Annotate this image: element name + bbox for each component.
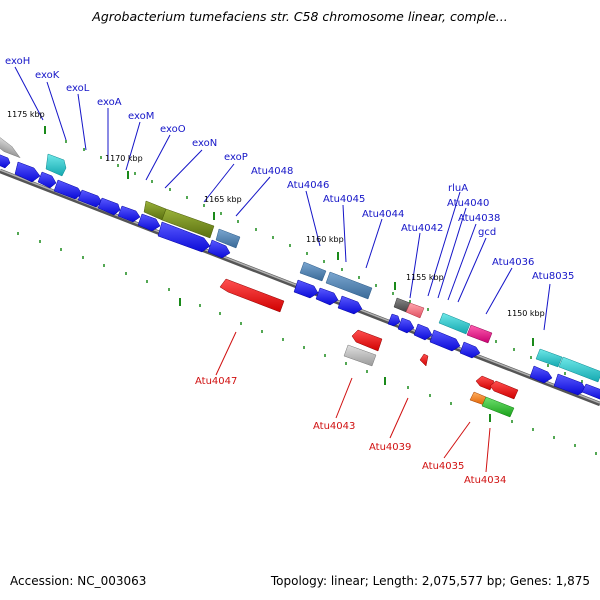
forward-label-leaders xyxy=(14,66,551,331)
gene-feature xyxy=(293,279,319,299)
gene-feature xyxy=(459,341,481,359)
gene-feature xyxy=(77,189,103,208)
gene-label: exoN xyxy=(192,138,217,149)
gene-feature xyxy=(219,278,285,313)
gene-feature xyxy=(0,134,21,159)
gene-label: Atu4042 xyxy=(401,223,443,234)
scale-label: 1150 kbp xyxy=(507,309,545,318)
gene-feature xyxy=(397,317,415,334)
forward-genes-outer xyxy=(0,134,600,383)
gene-feature xyxy=(419,353,429,367)
gene-feature xyxy=(337,295,363,315)
gene-feature xyxy=(215,228,241,249)
gene-feature xyxy=(325,271,373,300)
gene-label: exoH xyxy=(5,56,30,67)
gene-feature xyxy=(161,208,215,239)
gene-feature xyxy=(529,365,553,384)
gene-feature xyxy=(489,380,519,400)
gene-feature xyxy=(0,154,11,169)
gene-feature xyxy=(97,197,121,216)
gene-feature xyxy=(157,221,211,253)
gene-feature xyxy=(37,171,57,189)
gene-feature xyxy=(481,396,515,418)
scale-label: 1165 kbp xyxy=(204,195,242,204)
scale-label: 1175 kbp xyxy=(7,110,45,119)
gene-feature xyxy=(117,205,141,223)
lower-tick-track xyxy=(17,232,597,455)
gene-feature xyxy=(475,375,495,391)
gene-label: Atu4040 xyxy=(447,198,489,209)
reverse-label-leaders xyxy=(215,331,491,473)
gene-feature xyxy=(343,344,377,367)
gene-feature xyxy=(207,239,231,259)
forward-genes-inner xyxy=(0,154,600,400)
gene-label: Atu4035 xyxy=(422,461,464,472)
gene-feature xyxy=(53,179,83,200)
gene-label: rluA xyxy=(448,183,468,194)
gene-label: exoL xyxy=(66,83,90,94)
gene-label: exoO xyxy=(160,124,186,135)
gene-feature xyxy=(553,373,587,396)
map-title: Agrobacterium tumefaciens str. C58 chrom… xyxy=(92,9,508,24)
gene-label: Atu4036 xyxy=(492,257,534,268)
scale-label: 1170 kbp xyxy=(105,154,143,163)
gene-feature xyxy=(14,161,41,183)
gene-feature xyxy=(299,261,327,282)
gene-label: Atu8035 xyxy=(532,271,574,282)
gene-label: exoA xyxy=(97,97,122,108)
gene-label: Atu4044 xyxy=(362,209,404,220)
gene-feature xyxy=(581,383,600,400)
forward-gene-labels: exoH exoK exoL exoA exoM exoO exoN exoP … xyxy=(5,56,574,282)
reverse-gene-labels: Atu4047 Atu4043 Atu4039 Atu4035 Atu4034 xyxy=(195,376,506,486)
gene-feature xyxy=(45,153,67,177)
gene-label: gcd xyxy=(478,227,496,238)
gene-feature xyxy=(413,323,433,341)
upper-tick-track xyxy=(44,126,583,383)
scale-labels: 1175 kbp 1170 kbp 1165 kbp 1160 kbp 1155… xyxy=(7,110,545,318)
accession-label: Accession: NC_003063 xyxy=(10,574,147,588)
gene-feature xyxy=(387,313,401,327)
gene-feature xyxy=(429,329,461,352)
gene-label: Atu4034 xyxy=(464,475,506,486)
gene-label: Atu4046 xyxy=(287,180,329,191)
gene-feature xyxy=(405,302,425,319)
scale-label: 1160 kbp xyxy=(306,235,344,244)
gene-feature xyxy=(351,329,383,352)
reverse-genes xyxy=(219,278,519,418)
gene-label: Atu4038 xyxy=(458,213,500,224)
gene-feature xyxy=(535,348,563,368)
gene-label: exoM xyxy=(128,111,154,122)
gene-feature xyxy=(558,356,600,383)
gene-label: Atu4039 xyxy=(369,442,411,453)
gene-feature xyxy=(438,312,471,335)
gene-label: exoK xyxy=(35,70,60,81)
gene-label: Atu4048 xyxy=(251,166,293,177)
gene-feature xyxy=(466,324,493,344)
gene-feature xyxy=(315,287,339,306)
scale-label: 1155 kbp xyxy=(406,273,444,282)
gene-label: Atu4045 xyxy=(323,194,365,205)
gene-label: Atu4047 xyxy=(195,376,237,387)
topology-summary: Topology: linear; Length: 2,075,577 bp; … xyxy=(270,574,590,588)
gene-label: Atu4043 xyxy=(313,421,355,432)
gene-label: exoP xyxy=(224,152,248,163)
gene-feature xyxy=(137,213,161,232)
